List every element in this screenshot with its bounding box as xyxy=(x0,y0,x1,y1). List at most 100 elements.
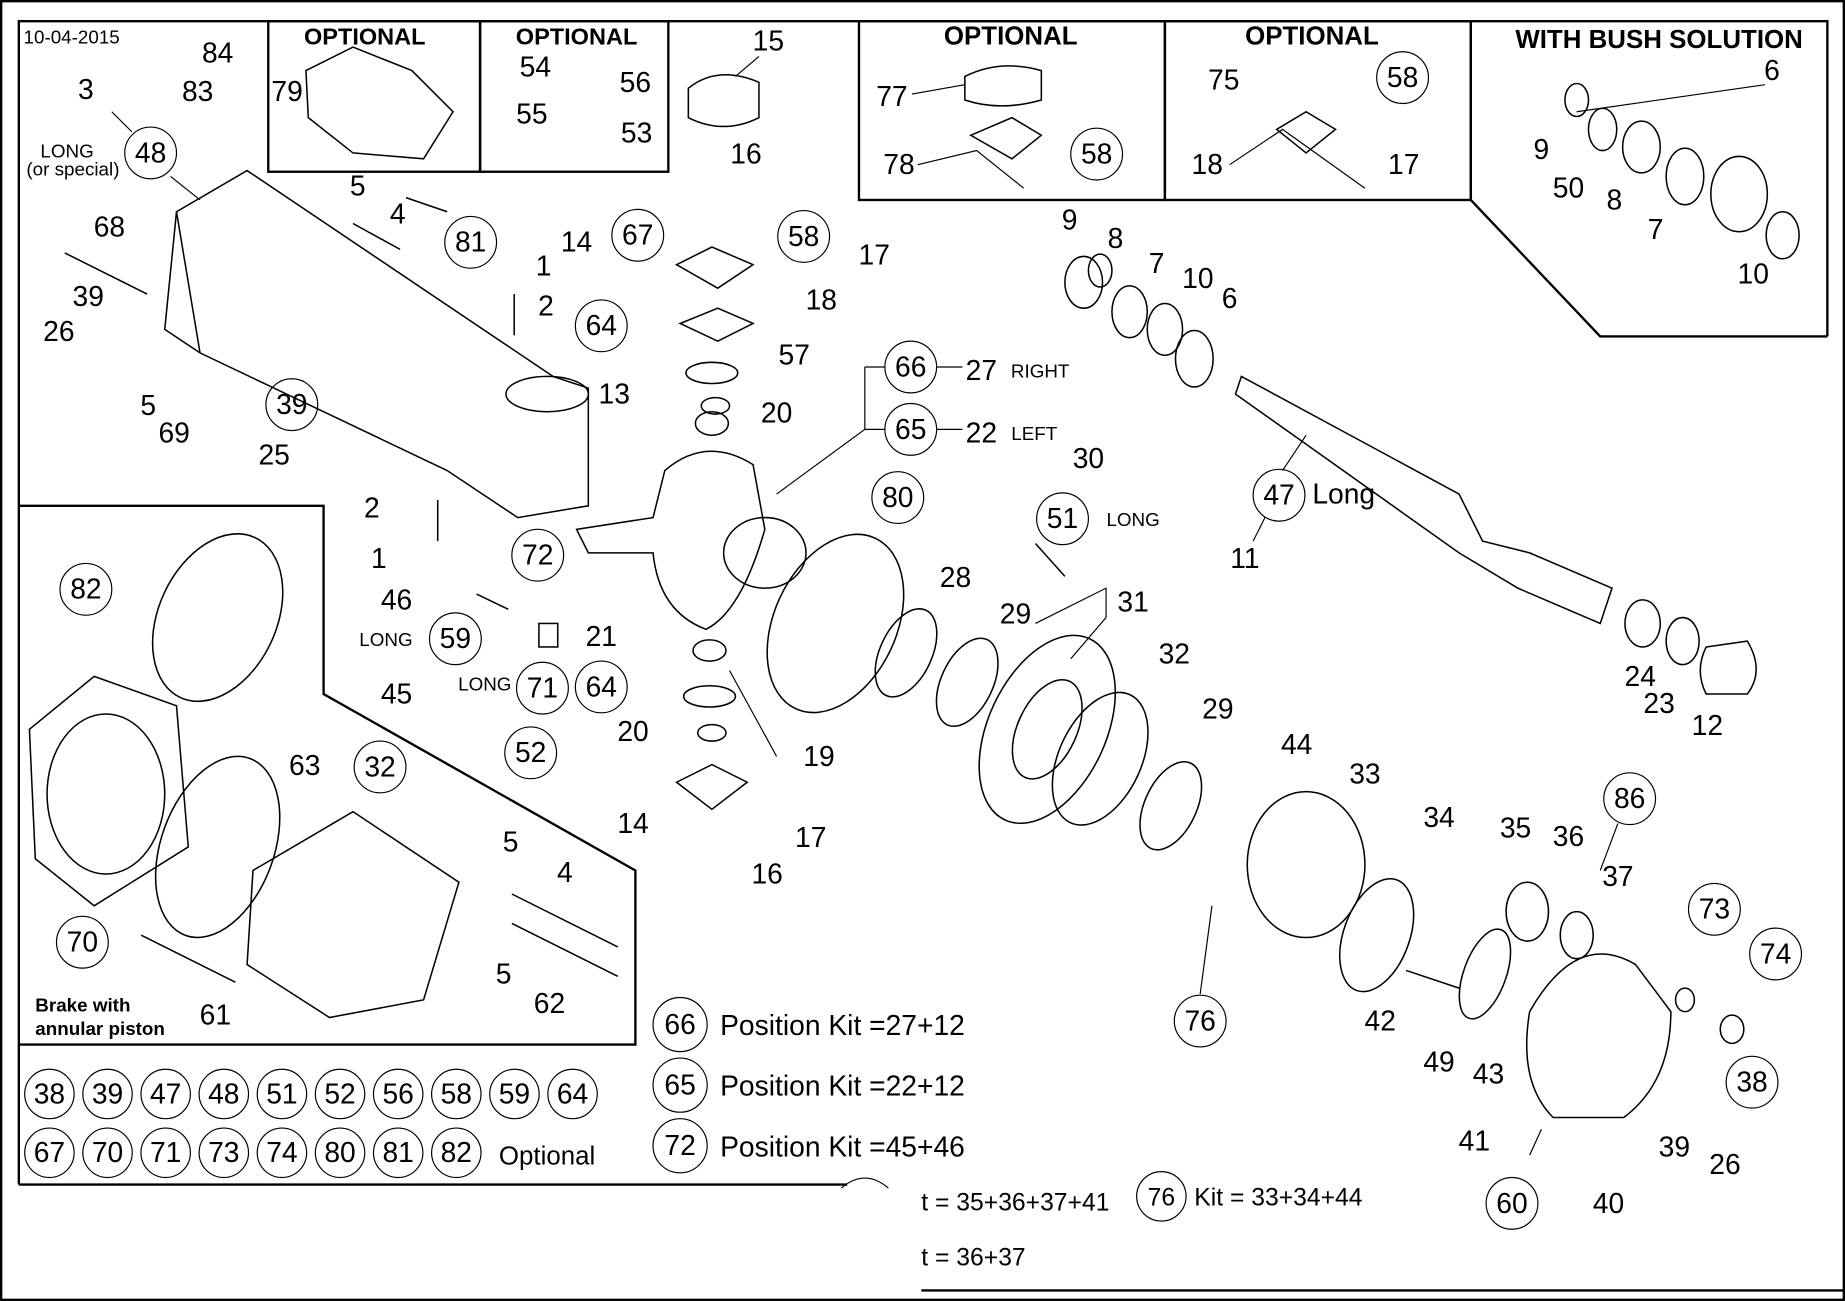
callout-label: 62 xyxy=(534,987,565,1019)
callout-circled: 74 xyxy=(1749,927,1803,981)
callout-circled: 60 xyxy=(1485,1176,1539,1230)
callout-circled: 58 xyxy=(1376,51,1430,105)
callout-label: 48 xyxy=(135,136,166,168)
callout-circle xyxy=(1725,1055,1779,1109)
callout: 43 xyxy=(1473,1057,1504,1089)
callout-label: 20 xyxy=(761,396,792,428)
callout-label: 23 xyxy=(1643,687,1674,719)
callout-label: 58 xyxy=(441,1077,472,1109)
callout-label: 17 xyxy=(795,821,826,853)
callout-label: 75 xyxy=(1208,63,1239,95)
callout-label: 16 xyxy=(751,857,782,889)
callout: 42 xyxy=(1365,1004,1396,1036)
callout-circled: 64 xyxy=(574,660,628,714)
callout-label: 7 xyxy=(1648,213,1664,245)
callout-label: 9 xyxy=(1534,133,1550,165)
callout: 69 xyxy=(158,416,189,448)
callout-label: 48 xyxy=(208,1077,239,1109)
callout: 1 xyxy=(371,542,387,574)
callout-label: 39 xyxy=(73,280,104,312)
callout-label: LONG xyxy=(40,141,93,162)
callout-circle xyxy=(652,1118,708,1174)
callout: 17 xyxy=(1388,148,1419,180)
callout: 57 xyxy=(779,339,810,371)
callout: 18 xyxy=(806,283,837,315)
callout-circle xyxy=(314,1068,366,1120)
callout-label: 78 xyxy=(883,148,914,180)
callout-label: 68 xyxy=(94,210,125,242)
legend-item-circled: 81 xyxy=(372,1127,424,1179)
callout-circle xyxy=(1749,927,1803,981)
callout-circle xyxy=(124,126,178,180)
callout-label: 25 xyxy=(258,439,289,471)
callout-label: 7 xyxy=(1149,247,1165,279)
callout-label: 74 xyxy=(266,1136,297,1168)
callout-circled: 52 xyxy=(504,726,558,780)
callout-label: 13 xyxy=(599,377,630,409)
callout: 79 xyxy=(271,75,302,107)
callout-circle xyxy=(1173,994,1227,1048)
callout: LEFT xyxy=(1011,423,1058,444)
callout-circled: 47 xyxy=(1252,468,1306,522)
legend-item-circled: 47 xyxy=(140,1068,191,1120)
callout-label: 29 xyxy=(1000,597,1031,629)
callout: 16 xyxy=(751,857,782,889)
callout-label: LONG xyxy=(359,629,412,650)
kit-line-1: t = 35+36+37+41 xyxy=(921,1189,1109,1216)
callout-label: 57 xyxy=(779,339,810,371)
callout-label: 28 xyxy=(940,561,971,593)
callout-label: 71 xyxy=(527,672,558,704)
callout-label: LONG xyxy=(1106,509,1159,530)
callout: 61 xyxy=(200,999,231,1031)
callout-label: 50 xyxy=(1553,172,1584,204)
callout: 10 xyxy=(1738,257,1769,289)
callout: 78 xyxy=(883,148,914,180)
callout-label: 34 xyxy=(1423,801,1454,833)
callout-circle xyxy=(884,340,938,394)
callout-label: 35 xyxy=(1500,812,1531,844)
callout: LONG xyxy=(458,673,511,694)
callout-label: 82 xyxy=(70,573,101,605)
callout: 55 xyxy=(516,98,547,130)
callout-circle xyxy=(652,996,708,1053)
callout-label: 59 xyxy=(440,622,471,654)
callout: 5 xyxy=(140,389,156,421)
callout-circle xyxy=(1070,127,1124,181)
callout: 26 xyxy=(43,315,74,347)
callout-label: 24 xyxy=(1625,660,1656,692)
callout-circled: 51 xyxy=(1036,492,1089,546)
callout-circle xyxy=(256,1127,308,1179)
callout: 1 xyxy=(536,249,552,281)
callout-circle xyxy=(1687,882,1741,936)
callout: 54 xyxy=(520,50,551,82)
callout-circle xyxy=(1485,1176,1539,1230)
brake-label-line2: annular piston xyxy=(35,1018,165,1039)
callout-label: 65 xyxy=(664,1069,695,1101)
callout-label: 17 xyxy=(859,239,890,271)
callout-circle xyxy=(82,1068,133,1120)
callout-label: 65 xyxy=(895,413,926,445)
callout-label: 6 xyxy=(1222,282,1238,314)
optional-box-2-title: OPTIONAL xyxy=(516,24,638,50)
callout: (or special) xyxy=(26,158,119,179)
callout-label: 83 xyxy=(182,75,213,107)
callout: 5 xyxy=(503,826,519,858)
callout: 40 xyxy=(1593,1187,1624,1219)
legend-item-circled: 59 xyxy=(489,1068,540,1120)
kit-76-ref: 76 xyxy=(1148,1185,1175,1212)
legend-item-circled: 39 xyxy=(82,1068,133,1120)
callout: 24 xyxy=(1625,660,1656,692)
callout-label: 80 xyxy=(882,481,913,513)
callout-label: RIGHT xyxy=(1011,361,1070,382)
callout-label: 2 xyxy=(538,289,554,321)
callout: 11 xyxy=(1230,542,1259,574)
callout-circled: 58 xyxy=(777,209,831,263)
callout-label: 27 xyxy=(966,354,997,386)
callout-label: 31 xyxy=(1117,586,1148,618)
callout-label: 67 xyxy=(34,1136,65,1168)
callout: 45 xyxy=(381,677,412,709)
callout: 50 xyxy=(1553,172,1584,204)
callout-circled: 65 xyxy=(884,402,938,456)
callout-label: 1 xyxy=(536,249,552,281)
callout-label: 63 xyxy=(289,749,320,781)
